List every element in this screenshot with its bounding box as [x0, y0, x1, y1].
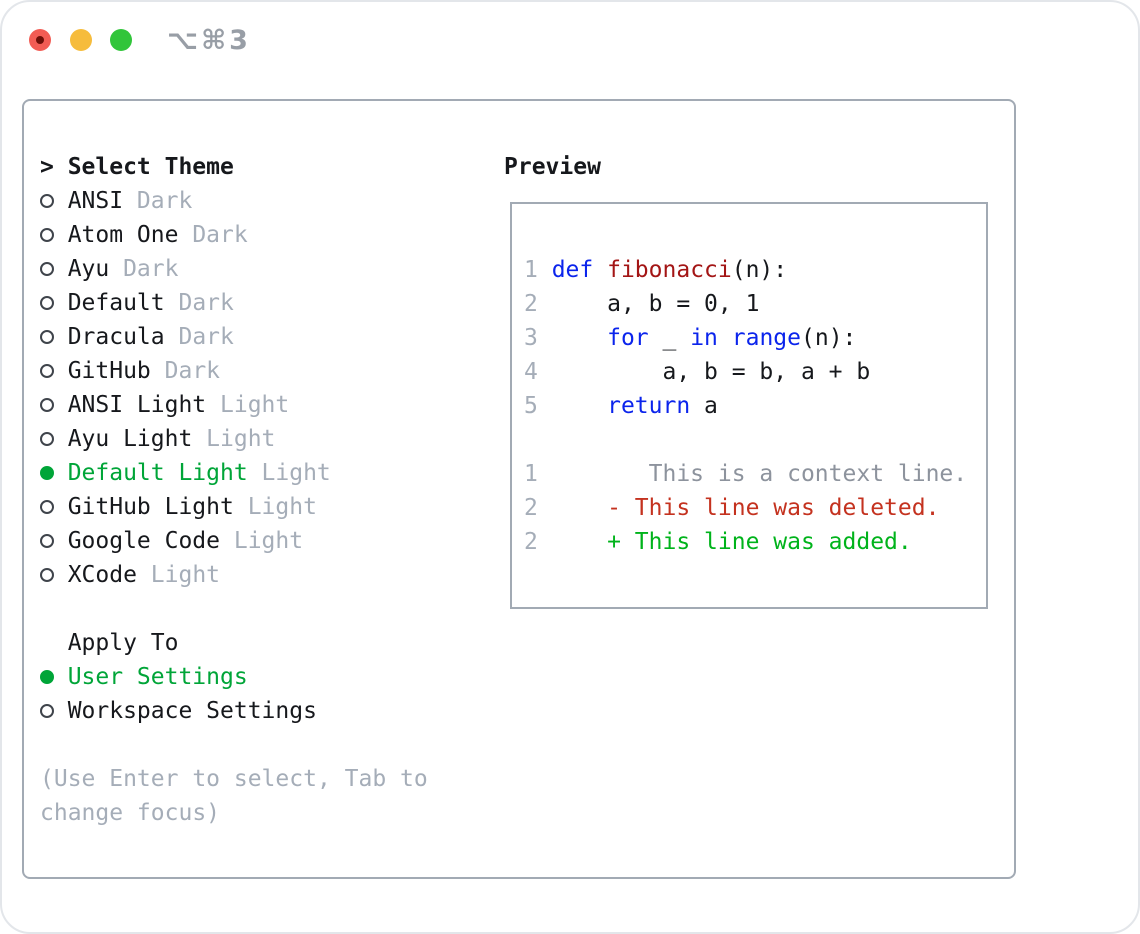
help-line-1: (Use Enter to select, Tab to: [40, 766, 428, 792]
theme-variant-tag: Light: [206, 426, 276, 452]
radio-unselected-icon: [40, 398, 54, 412]
theme-variant-tag: Dark: [178, 324, 234, 350]
radio-unselected-icon: [40, 194, 54, 208]
select-theme-title: Select Theme: [67, 154, 234, 180]
theme-option-ansi-light[interactable]: ANSI Light Light: [40, 388, 480, 422]
theme-option-label: ANSI: [67, 188, 124, 214]
theme-variant-tag: Dark: [136, 188, 193, 214]
close-button[interactable]: [29, 29, 51, 51]
code-preview: 1 def fibonacci(n): 2 a, b = 0, 1 3 for _ …: [524, 253, 986, 423]
radio-unselected-icon: [40, 330, 54, 344]
diff-preview: 1 This is a context line. 2 - This line w…: [524, 457, 986, 559]
titlebar: ⌥⌘3: [2, 2, 1138, 78]
diff-line-1: 1 This is a context line.: [524, 461, 968, 487]
help-text: (Use Enter to select, Tab to change focu…: [40, 762, 480, 830]
spacer: [40, 592, 480, 626]
prompt-icon: >: [40, 154, 54, 180]
radio-selected-icon: [40, 670, 54, 684]
select-theme-header: > Select Theme: [40, 150, 480, 184]
radio-unselected-icon: [40, 228, 54, 242]
theme-variant-tag: Dark: [192, 222, 248, 248]
radio-unselected-icon: [40, 262, 54, 276]
theme-option-default[interactable]: Default Dark: [40, 286, 480, 320]
radio-unselected-icon: [40, 432, 54, 446]
theme-option-label: Dracula: [67, 324, 165, 350]
theme-option-label: ANSI Light: [67, 392, 207, 418]
apply-option-label: User Settings: [67, 664, 248, 690]
theme-option-default-light[interactable]: Default Light Light: [40, 456, 480, 490]
theme-option-label: Default Light: [67, 460, 248, 486]
theme-option-label: GitHub Light: [67, 494, 234, 520]
theme-option-label: Google Code: [67, 528, 221, 554]
apply-to-title: Apply To: [67, 630, 179, 656]
apply-option-user-settings[interactable]: User Settings: [40, 660, 480, 694]
code-line-1: 1 def fibonacci(n):: [524, 257, 788, 283]
theme-variant-tag: Light: [233, 528, 304, 554]
preview-header: Preview: [504, 150, 601, 184]
minimize-button[interactable]: [70, 29, 92, 51]
apply-to-header: Apply To: [40, 626, 480, 660]
diff-line-3: 2 + This line was added.: [524, 529, 912, 555]
theme-option-github[interactable]: GitHub Dark: [40, 354, 480, 388]
radio-unselected-icon: [40, 364, 54, 378]
code-line-4: 4 a, b = b, a + b: [524, 359, 871, 385]
theme-variant-tag: Light: [261, 460, 331, 486]
theme-variant-tag: Light: [247, 494, 317, 520]
theme-option-xcode[interactable]: XCode Light: [40, 558, 480, 592]
theme-option-label: Default: [67, 290, 165, 316]
theme-option-ansi[interactable]: ANSI Dark: [40, 184, 480, 218]
radio-unselected-icon: [40, 500, 54, 514]
theme-option-label: GitHub: [67, 358, 151, 384]
theme-option-google-code[interactable]: Google Code Light: [40, 524, 480, 558]
theme-variant-tag: Dark: [178, 290, 234, 316]
radio-unselected-icon: [40, 296, 54, 310]
preview-title: Preview: [504, 154, 601, 180]
close-modified-dot-icon: [36, 36, 44, 44]
apply-option-workspace-settings[interactable]: Workspace Settings: [40, 694, 480, 728]
theme-option-dracula[interactable]: Dracula Dark: [40, 320, 480, 354]
theme-variant-tag: Dark: [164, 358, 221, 384]
code-line-3: 3 for _ in range(n):: [524, 325, 857, 351]
theme-option-ayu[interactable]: Ayu Dark: [40, 252, 480, 286]
help-line-2: change focus): [40, 800, 221, 826]
spacer: [40, 728, 480, 762]
window-title: ⌥⌘3: [167, 25, 251, 56]
diff-line-2: 2 - This line was deleted.: [524, 495, 940, 521]
theme-variant-tag: Light: [220, 392, 290, 418]
radio-unselected-icon: [40, 534, 54, 548]
zoom-button[interactable]: [110, 29, 132, 51]
radio-unselected-icon: [40, 704, 54, 718]
theme-option-label: XCode: [67, 562, 137, 588]
code-line-5: 5 return a: [524, 393, 718, 419]
theme-variant-tag: Dark: [123, 256, 179, 282]
code-line-2: 2 a, b = 0, 1: [524, 291, 760, 317]
radio-selected-icon: [40, 466, 54, 480]
apply-option-label: Workspace Settings: [67, 698, 317, 724]
theme-option-atom-one[interactable]: Atom One Dark: [40, 218, 480, 252]
radio-unselected-icon: [40, 568, 54, 582]
theme-option-label: Atom One: [67, 222, 179, 248]
theme-option-label: Ayu Light: [67, 426, 193, 452]
theme-option-github-light[interactable]: GitHub Light Light: [40, 490, 480, 524]
theme-variant-tag: Light: [150, 562, 221, 588]
theme-option-ayu-light[interactable]: Ayu Light Light: [40, 422, 480, 456]
preview-box: 1 def fibonacci(n): 2 a, b = 0, 1 3 for _ …: [510, 202, 988, 609]
theme-option-label: Ayu: [67, 256, 110, 282]
